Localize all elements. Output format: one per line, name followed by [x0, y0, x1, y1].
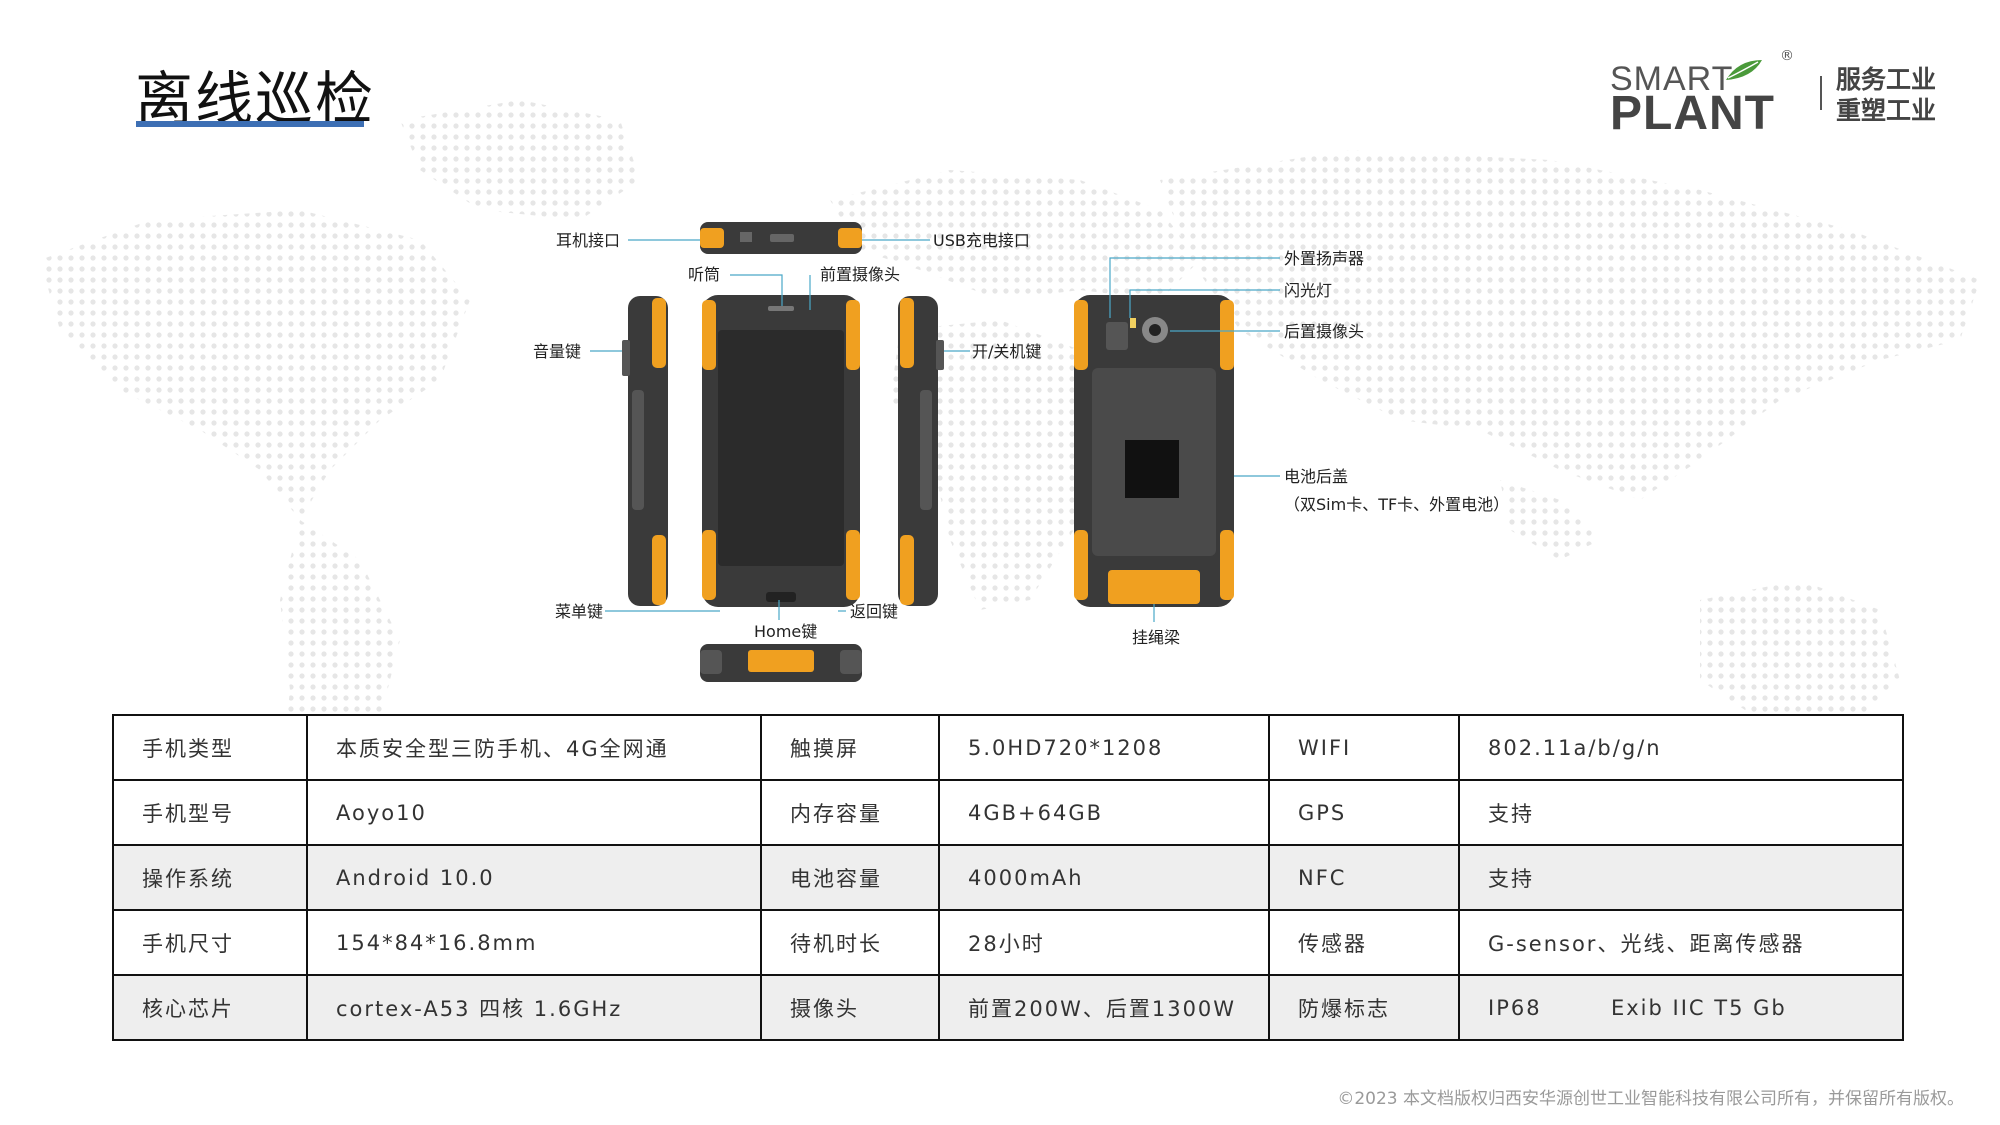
callout-rear-camera: 后置摄像头 [1284, 322, 1364, 341]
spec-value: 支持 [1458, 779, 1904, 846]
callout-menu-key: 菜单键 [555, 602, 603, 621]
company-logo: SMART ® PLANT 服务工业 重塑工业 [1610, 48, 1960, 140]
callout-volume-key: 音量键 [533, 342, 581, 361]
spec-label: 内存容量 [760, 779, 940, 846]
callout-back-key: 返回键 [850, 602, 898, 621]
spec-label: 操作系统 [112, 844, 308, 911]
title-underline [136, 121, 364, 127]
spec-label: GPS [1268, 779, 1460, 846]
spec-value: 本质安全型三防手机、4G全网通 [306, 714, 762, 781]
logo-divider [1820, 76, 1822, 110]
logo-smart-text: SMART [1610, 60, 1734, 98]
spec-value: 802.11a/b/g/n [1458, 714, 1904, 781]
table-row: 操作系统 Android 10.0 电池容量 4000mAh NFC 支持 [112, 844, 1904, 911]
table-row: 手机型号 Aoyo10 内存容量 4GB+64GB GPS 支持 [112, 779, 1904, 846]
spec-label: 电池容量 [760, 844, 940, 911]
spec-value: Android 10.0 [306, 844, 762, 911]
spec-value: 前置200W、后置1300W [938, 974, 1270, 1041]
spec-label: 手机尺寸 [112, 909, 308, 976]
spec-value: 4GB+64GB [938, 779, 1270, 846]
callout-power-key: 开/关机键 [972, 342, 1041, 361]
registered-mark: ® [1780, 48, 1794, 64]
spec-label: 触摸屏 [760, 714, 940, 781]
copyright-notice: ©2023 本文档版权归西安华源创世工业智能科技有限公司所有，并保留所有版权。 [1337, 1089, 1964, 1109]
table-row: 手机尺寸 154*84*16.8mm 待机时长 28小时 传感器 G-senso… [112, 909, 1904, 976]
spec-value: 支持 [1458, 844, 1904, 911]
spec-label: NFC [1268, 844, 1460, 911]
slogan-line-2: 重塑工业 [1836, 96, 1937, 125]
spec-label: 核心芯片 [112, 974, 308, 1041]
phone-diagram: 耳机接口 USB充电接口 听筒 前置摄像头 音量键 开/关机键 菜单键 Home… [533, 222, 1509, 682]
spec-value: cortex-A53 四核 1.6GHz [306, 974, 762, 1041]
callout-front-camera: 前置摄像头 [820, 265, 900, 284]
spec-label: 手机型号 [112, 779, 308, 846]
callout-lanyard: 挂绳梁 [1132, 628, 1180, 647]
spec-value: G-sensor、光线、距离传感器 [1458, 909, 1904, 976]
callout-battery-cover: 电池后盖 [1284, 467, 1348, 486]
phone-right-side-view [898, 296, 944, 606]
phone-back-view [1074, 295, 1234, 607]
spec-label: WIFI [1268, 714, 1460, 781]
callout-usb-port: USB充电接口 [933, 231, 1030, 250]
callout-lines [590, 239, 1280, 622]
slogan-line-1: 服务工业 [1836, 65, 1937, 94]
callout-flashlight: 闪光灯 [1284, 281, 1332, 300]
spec-value: 28小时 [938, 909, 1270, 976]
table-row: 核心芯片 cortex-A53 四核 1.6GHz 摄像头 前置200W、后置1… [112, 974, 1904, 1041]
phone-top-view [700, 222, 862, 254]
spec-value: Aoyo10 [306, 779, 762, 846]
callout-earphone-port: 耳机接口 [556, 231, 620, 250]
logo-slogan: 服务工业 重塑工业 [1836, 64, 1936, 126]
spec-label: 待机时长 [760, 909, 940, 976]
spec-label: 传感器 [1268, 909, 1460, 976]
leaf-icon [1726, 60, 1762, 80]
spec-label: 摄像头 [760, 974, 940, 1041]
callout-external-speaker: 外置扬声器 [1284, 249, 1364, 268]
phone-left-side-view [622, 296, 668, 606]
callout-battery-cover-note: （双Sim卡、TF卡、外置电池） [1284, 495, 1509, 514]
spec-value: 5.0HD720*1208 [938, 714, 1270, 781]
spec-label: 防爆标志 [1268, 974, 1460, 1041]
spec-label: 手机类型 [112, 714, 308, 781]
callout-home-key: Home键 [754, 622, 817, 641]
table-row: 手机类型 本质安全型三防手机、4G全网通 触摸屏 5.0HD720*1208 W… [112, 714, 1904, 781]
spec-value: 154*84*16.8mm [306, 909, 762, 976]
callout-receiver: 听筒 [688, 265, 720, 284]
spec-table: 手机类型 本质安全型三防手机、4G全网通 触摸屏 5.0HD720*1208 W… [112, 714, 1904, 1041]
spec-value: 4000mAh [938, 844, 1270, 911]
spec-value: IP68 Exib IIC T5 Gb [1458, 974, 1904, 1041]
logo-plant-text: PLANT [1610, 87, 1775, 140]
phone-bottom-view [700, 644, 862, 682]
phone-front-view [702, 295, 860, 607]
